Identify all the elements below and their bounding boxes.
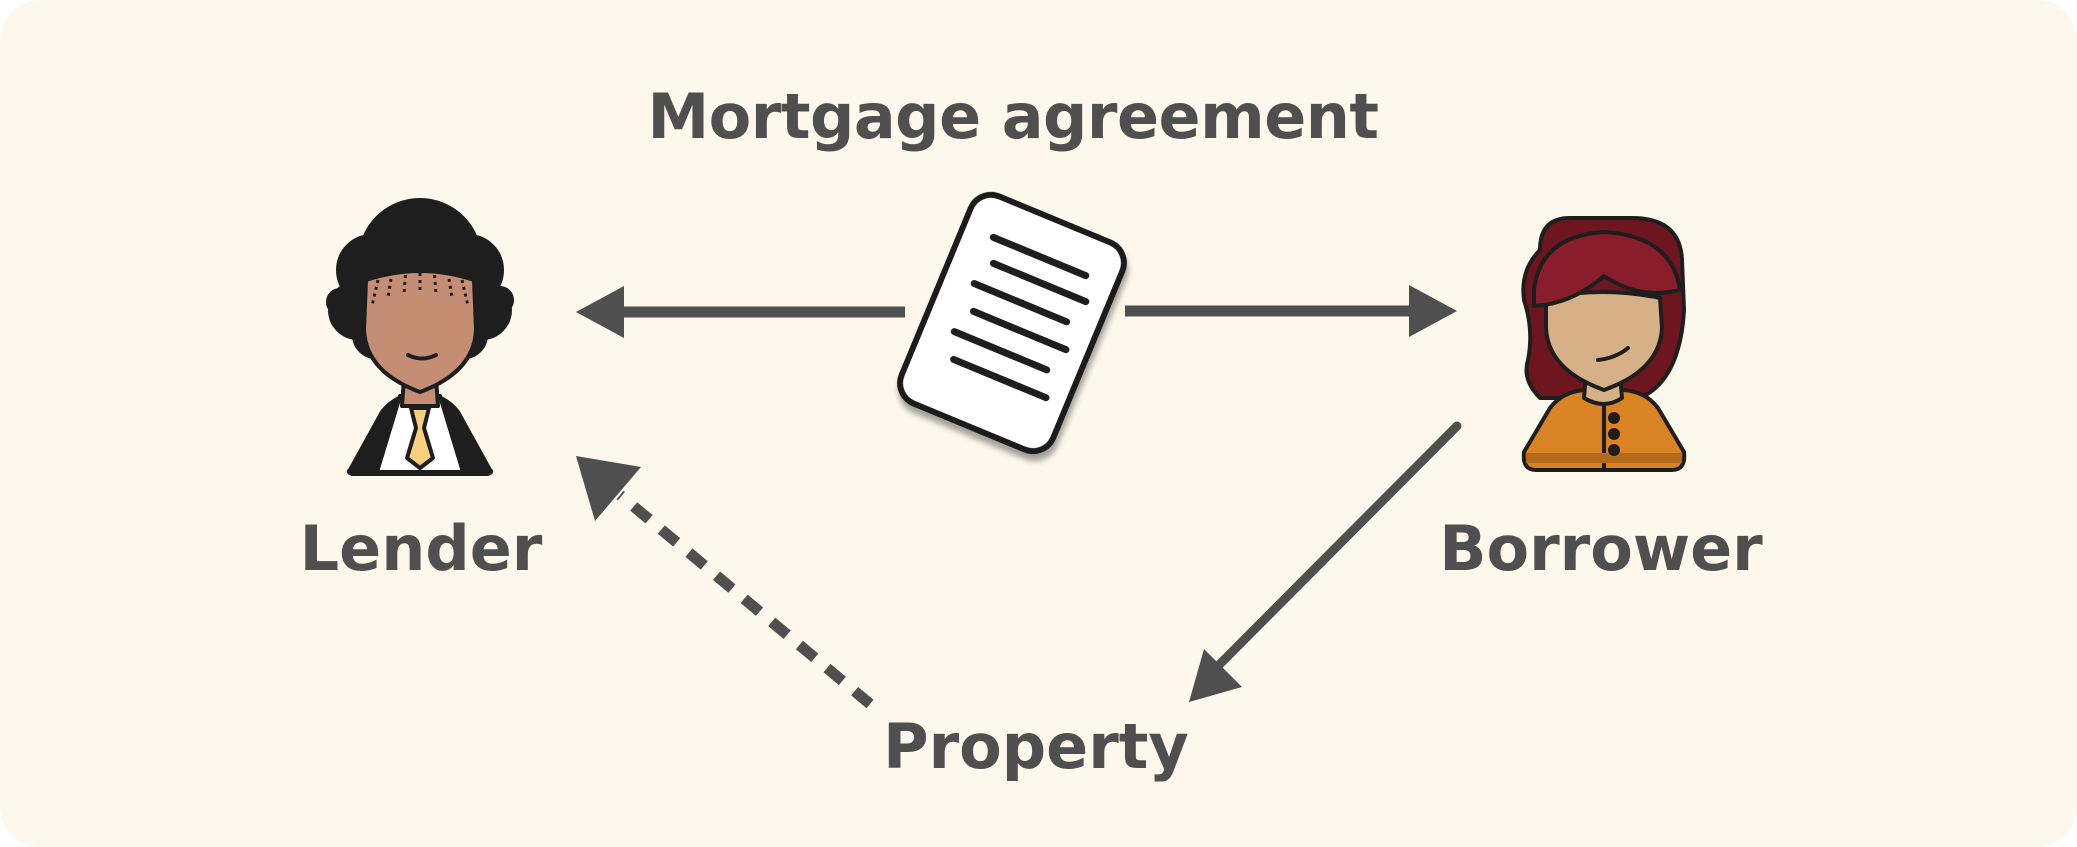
- diagram-title: Mortgage agreement: [647, 80, 1379, 153]
- arrow-to-lender: [576, 286, 905, 338]
- borrower-person-icon: [1521, 216, 1687, 472]
- property-label: Property: [883, 710, 1189, 783]
- lender-person-icon: [326, 198, 514, 476]
- arrow-to-borrower: [1125, 285, 1457, 337]
- document-icon: [897, 191, 1127, 455]
- arrow-borrower-to-property: [1189, 421, 1462, 702]
- lender-label: Lender: [299, 512, 543, 585]
- arrow-property-to-lender: [576, 456, 874, 709]
- borrower-label: Borrower: [1439, 512, 1763, 585]
